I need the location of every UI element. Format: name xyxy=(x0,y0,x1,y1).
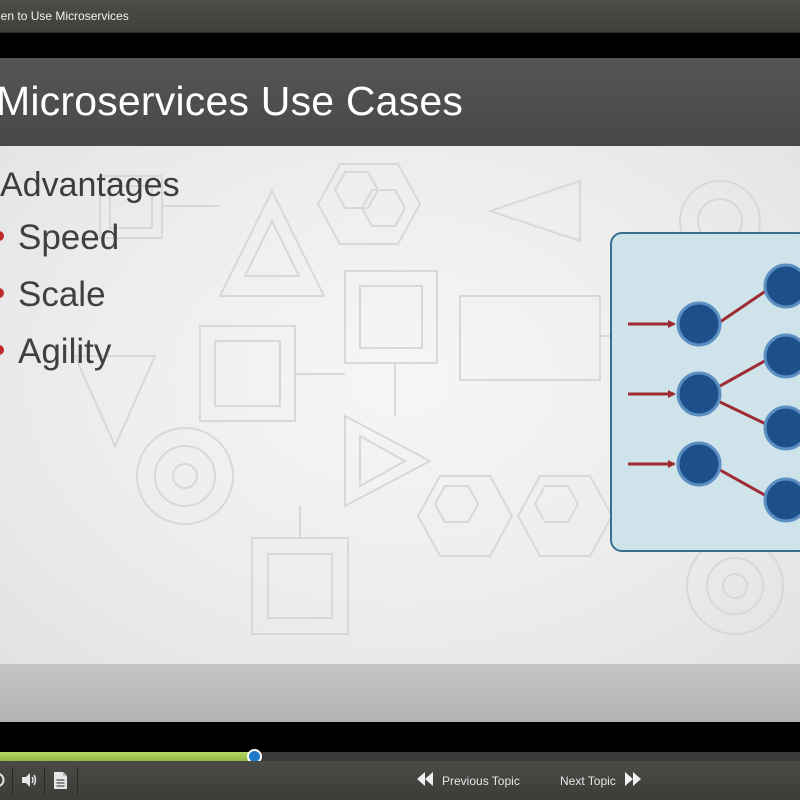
control-separator xyxy=(12,767,13,795)
service-node-output-3 xyxy=(763,405,800,451)
slide-header: Microservices Use Cases xyxy=(0,58,800,146)
link-middle-upper xyxy=(719,356,771,388)
bullet-agility: Agility xyxy=(0,332,111,372)
title-bar: hen to Use Microservices xyxy=(0,0,800,33)
progress-scrubber[interactable] xyxy=(0,749,800,764)
next-topic-button[interactable]: Next Topic xyxy=(560,770,642,792)
link-top-upper xyxy=(719,286,771,324)
bullet-dot-icon xyxy=(0,344,4,355)
next-topic-label: Next Topic xyxy=(560,774,616,788)
bullet-label: Agility xyxy=(18,332,112,371)
volume-icon[interactable] xyxy=(20,771,38,794)
notes-icon[interactable] xyxy=(53,771,68,795)
control-separator xyxy=(77,767,78,795)
double-chevron-left-icon xyxy=(416,770,434,793)
advantages-heading: Advantages xyxy=(0,166,180,204)
service-node-input-2 xyxy=(676,371,722,417)
previous-topic-button[interactable]: Previous Topic xyxy=(416,770,520,792)
control-separator xyxy=(44,767,45,795)
bullet-dot-icon xyxy=(0,230,4,241)
progress-fill xyxy=(0,752,254,761)
diagram-connectors xyxy=(628,286,771,500)
background-pattern xyxy=(73,163,796,635)
service-node-output-2 xyxy=(763,333,800,379)
slide-title: Microservices Use Cases xyxy=(0,78,464,124)
diagram-nodes xyxy=(676,263,800,523)
slide-footer xyxy=(0,664,800,722)
previous-topic-label: Previous Topic xyxy=(442,774,520,788)
window-title: hen to Use Microservices xyxy=(0,9,129,23)
link-bottom-lower xyxy=(719,468,771,500)
service-node-output-1 xyxy=(763,263,800,309)
slide-body: Advantages Speed Scale Agility xyxy=(0,146,800,664)
microservices-diagram xyxy=(610,232,800,552)
bullet-scale: Scale xyxy=(0,275,106,315)
control-bar: Previous Topic Next Topic xyxy=(0,761,800,800)
bullet-dot-icon xyxy=(0,287,4,298)
service-node-input-1 xyxy=(676,301,722,347)
replay-icon[interactable] xyxy=(0,771,8,794)
service-node-input-3 xyxy=(676,441,722,487)
link-middle-lower xyxy=(719,400,771,428)
double-chevron-right-icon xyxy=(624,770,642,793)
bullet-speed: Speed xyxy=(0,218,119,258)
bullet-label: Scale xyxy=(18,275,106,314)
service-node-output-4 xyxy=(763,477,800,523)
slide: Microservices Use Cases xyxy=(0,58,800,722)
microservices-diagram-graphic xyxy=(628,263,800,523)
bullet-label: Speed xyxy=(18,218,120,257)
